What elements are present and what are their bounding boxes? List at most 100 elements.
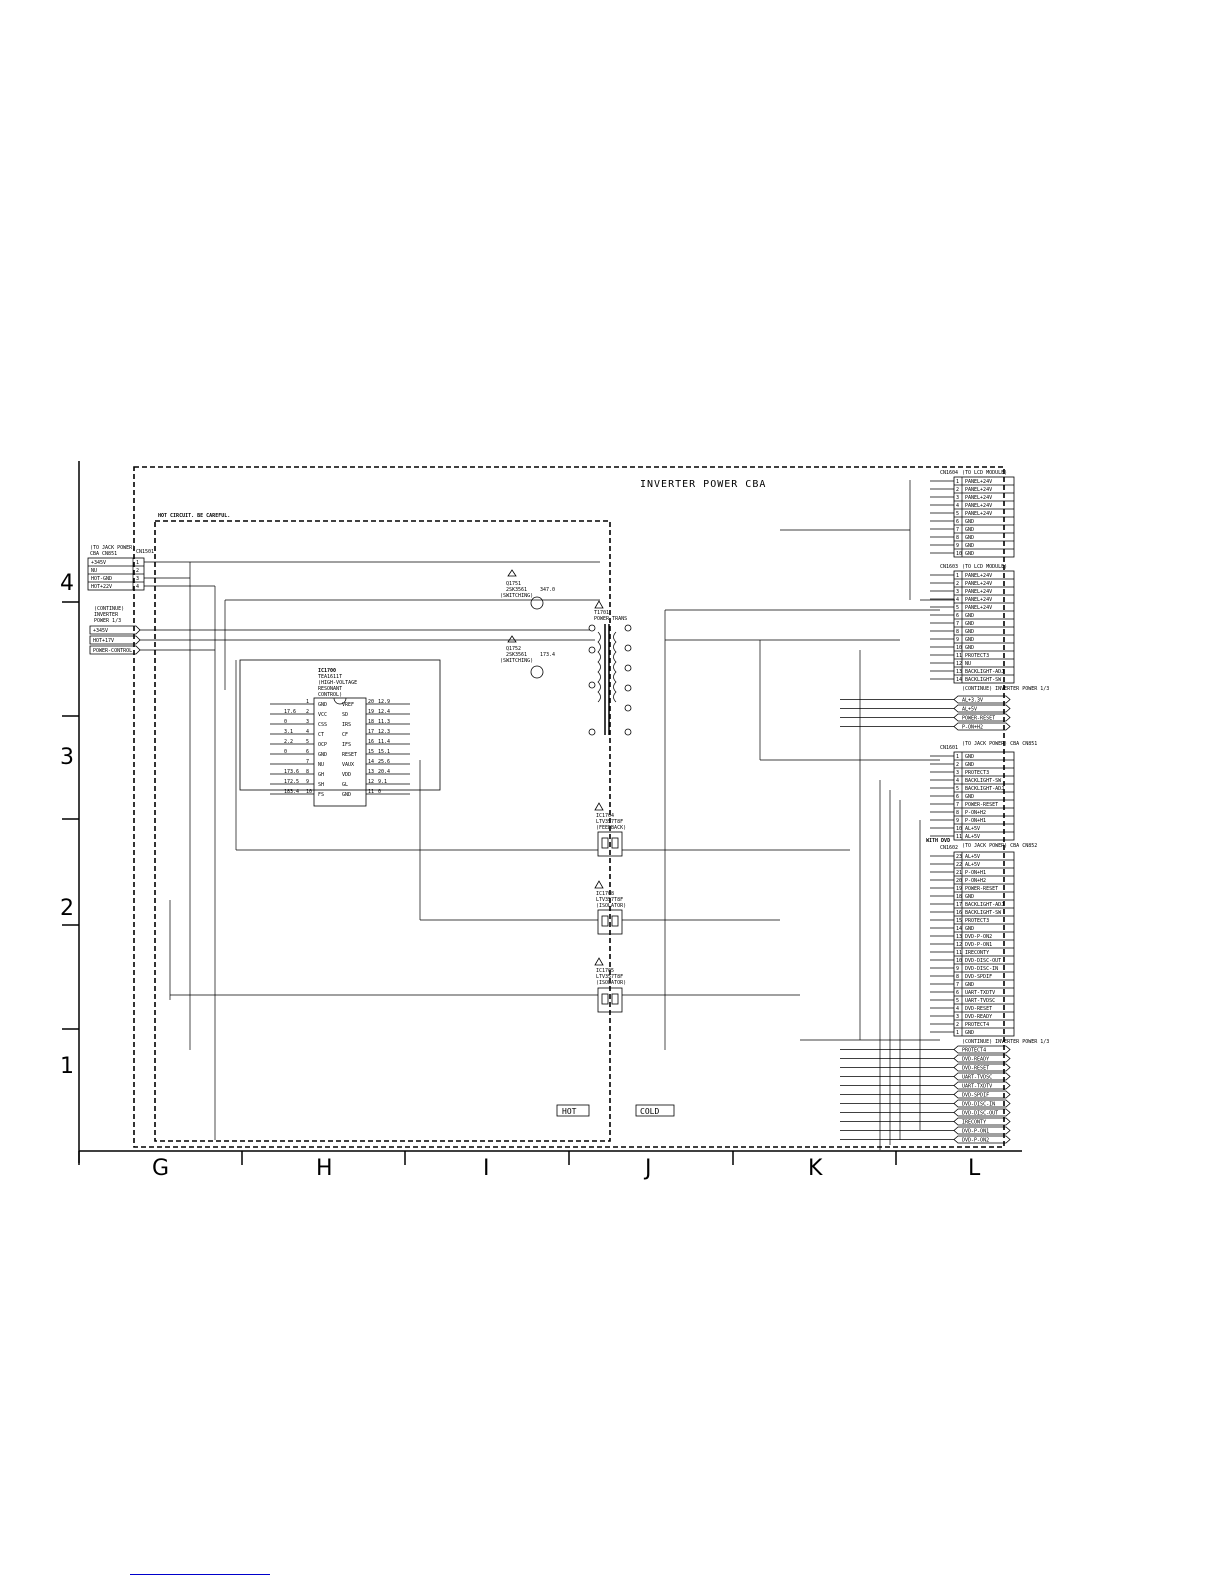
connector-pin-number: 6 [956, 990, 959, 996]
ic-pin-name: CT [318, 732, 324, 738]
connector-pin-name: DVD-READY [965, 1014, 992, 1020]
svg-text:4: 4 [136, 584, 139, 590]
connector-pin-name: GND [965, 754, 974, 760]
connector-pin-number: 14 [956, 926, 962, 932]
connector-pin-name: PROTECT3 [965, 653, 989, 659]
connector-pin-number: 1 [956, 754, 959, 760]
ic1708: IC1708 LTV357T8F (ISOLATOR) [594, 880, 626, 935]
signal-tag-label: DVD-SPDIF [962, 1093, 989, 1099]
ic-main-part: TEA1611T [318, 674, 342, 680]
connector-pin-number: 13 [956, 669, 962, 675]
connector-pin-number: 10 [956, 645, 962, 651]
connector-pin-name: GND [965, 535, 974, 541]
svg-text:(FEEDBACK): (FEEDBACK) [596, 825, 626, 831]
bottom-signals: PROTECT4DVD-READYDVD-RESETUART-TVDSCUART… [840, 1045, 1011, 1144]
ic-pin-voltage: 9.1 [378, 779, 387, 785]
connector-pin-name: PANEL+24V [965, 487, 992, 493]
col-label-l: L [968, 1156, 981, 1181]
connector-pin-number: 2 [956, 487, 959, 493]
ic-pin-name: GND [318, 702, 327, 708]
connector-pin-number: 10 [956, 826, 962, 832]
ic-pin-number: 5 [306, 739, 309, 745]
connector-pin-name: NU [965, 661, 971, 667]
connector-pin-name: PROTECT3 [965, 770, 989, 776]
col-label-i: I [483, 1156, 490, 1181]
ic-pin-number: 2 [306, 709, 309, 715]
ic-pin-number: 7 [306, 759, 309, 765]
connector-pin-number: 3 [956, 770, 959, 776]
ic-pin-voltage: 17.6 [284, 709, 296, 715]
connector-pin-name: IRECONTY [965, 950, 989, 956]
connector-pin-number: 22 [956, 862, 962, 868]
svg-text:(HIGH-VOLTAGE: (HIGH-VOLTAGE [318, 680, 357, 686]
connector-pin-number: 4 [956, 597, 959, 603]
svg-text:(TO LCD MODULE): (TO LCD MODULE) [962, 470, 1007, 476]
svg-text:2SK3561: 2SK3561 [506, 587, 527, 593]
ic-pin-voltage: 0 [284, 719, 287, 725]
input-connector-ref: CN1501 [136, 549, 154, 555]
ic-pin-name: GND [318, 752, 327, 758]
ic-pin-voltage: 12.9 [378, 699, 390, 705]
connector-pin-name: PANEL+24V [965, 503, 992, 509]
connector-pin-number: 1 [956, 1030, 959, 1036]
connector-pin-number: 8 [956, 810, 959, 816]
connector-pin-number: 3 [956, 589, 959, 595]
connector-pin-name: GND [965, 519, 974, 525]
row-label-1: 1 [60, 1054, 74, 1079]
connector-pin-number: 12 [956, 942, 962, 948]
signal-tag-label: DVD-P-ON1 [962, 1129, 989, 1135]
ic-pin-name: GH [318, 772, 324, 778]
svg-text:(SWITCHING): (SWITCHING) [500, 593, 533, 599]
connector-pin-number: 18 [956, 894, 962, 900]
connector-pin-number: 8 [956, 535, 959, 541]
connector-pin-name: GND [965, 637, 974, 643]
ic-pin-voltage: 12.3 [378, 729, 390, 735]
signal-tag-label: AL+3.3V [962, 698, 983, 704]
svg-text:2SK3561: 2SK3561 [506, 652, 527, 658]
q1751: Q1751 2SK3561 (SWITCHING) 347.0 [500, 569, 555, 610]
svg-text:(CONTINUE) INVERTER POWER 1/3: (CONTINUE) INVERTER POWER 1/3 [962, 686, 1049, 692]
ic-pin-number: 19 [368, 709, 374, 715]
ic-pin-number: 11 [368, 789, 374, 795]
connector-pin-name: PANEL+24V [965, 511, 992, 517]
svg-text:HOT: HOT [562, 1107, 577, 1116]
connector-pin-name: PROTECT3 [965, 918, 989, 924]
connector-pin-name: BACKLIGHT-SW [965, 677, 1002, 683]
connector-pin-name: GND [965, 543, 974, 549]
ic-pin-number: 4 [306, 729, 309, 735]
row-label-4: 4 [60, 571, 74, 596]
connector-pin-name: GND [965, 926, 974, 932]
ic-pin-voltage: 11.4 [378, 739, 390, 745]
ic-pin-voltage: 11.3 [378, 719, 390, 725]
svg-text:LTV357T8F: LTV357T8F [596, 897, 623, 903]
connector-pin-name: GND [965, 762, 974, 768]
ic-pin-name: GND [342, 792, 351, 798]
connector-pin-number: 3 [956, 495, 959, 501]
ic-pin-number: 1 [306, 699, 309, 705]
hot-warning: HOT CIRCUIT. BE CAREFUL. [158, 513, 230, 519]
ic-pin-name: CSS [318, 722, 327, 728]
signal-tag-label: P-ON+H2 [962, 725, 983, 731]
connector-pin-name: BACKLIGHT-ADJ [965, 902, 1004, 908]
with-dvd-label: WITH DVD [926, 838, 950, 844]
connector-pin-number: 7 [956, 802, 959, 808]
svg-text:(TO JACK POWER) CBA CN851: (TO JACK POWER) CBA CN851 [962, 741, 1037, 747]
connector-pin-name: BACKLIGHT-ADJ [965, 669, 1004, 675]
svg-text:(CONTINUE): (CONTINUE) [94, 606, 124, 612]
connector-pin-number: 23 [956, 854, 962, 860]
connector-pin-name: GND [965, 794, 974, 800]
connector-pin-number: 6 [956, 613, 959, 619]
ic-pin-number: 10 [306, 789, 312, 795]
svg-text:POWER 1/3: POWER 1/3 [94, 618, 121, 624]
connector-pin-number: 20 [956, 878, 962, 884]
signal-tag-label: UART-TVDSC [962, 1075, 992, 1081]
ic-main: IC1700 TEA1611T (HIGH-VOLTAGE RESONANT C… [239, 659, 441, 807]
output-connector-d-ref: CN1602 [940, 845, 958, 851]
connector-pin-name: PANEL+24V [965, 597, 992, 603]
connector-pin-number: 2 [956, 762, 959, 768]
connector-pin-number: 8 [956, 629, 959, 635]
connector-pin-name: UART-TXDTV [965, 990, 995, 996]
